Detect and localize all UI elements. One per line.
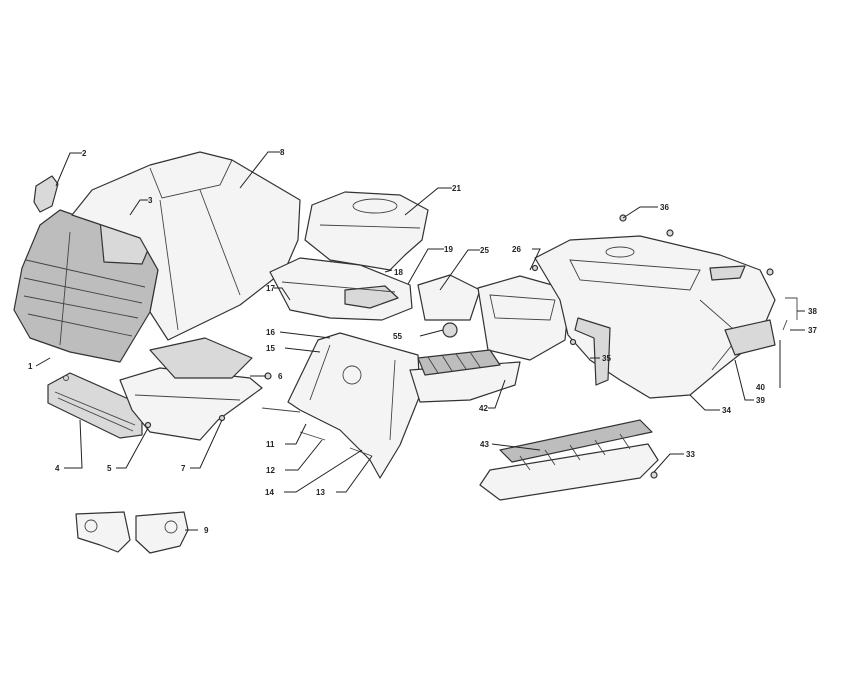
- callout-16: 16: [266, 328, 275, 337]
- callout-6: 6: [278, 372, 283, 381]
- callout-7: 7: [181, 464, 186, 473]
- callout-55: 55: [393, 332, 402, 341]
- front-frame-assembly: [287, 332, 421, 479]
- callout-8: 8: [280, 148, 285, 157]
- callout-26: 26: [512, 245, 521, 254]
- callout-11: 11: [266, 440, 275, 449]
- leader-lines: [35, 151, 805, 531]
- callout-labels: 1 2 3 4 5 6 7 8 9 11 12 13 14 15 16 17 1…: [28, 148, 817, 535]
- callout-21: 21: [452, 184, 461, 193]
- callout-2: 2: [82, 149, 87, 158]
- part-8-hood: [71, 151, 301, 341]
- callout-9: 9: [204, 526, 209, 535]
- callout-43: 43: [480, 440, 489, 449]
- part-42-floor-mat: [409, 349, 521, 403]
- callout-42: 42: [479, 404, 488, 413]
- fasteners: [144, 214, 798, 479]
- callout-34: 34: [722, 406, 731, 415]
- callout-39: 39: [756, 396, 765, 405]
- callout-18: 18: [394, 268, 403, 277]
- part-25-tray: [417, 274, 481, 321]
- part-2-clip: [33, 175, 59, 213]
- callout-13: 13: [316, 488, 325, 497]
- callout-12: 12: [266, 466, 275, 475]
- callout-3: 3: [148, 196, 153, 205]
- callout-19: 19: [444, 245, 453, 254]
- callout-25: 25: [480, 246, 489, 255]
- part-21-dash-cover: [304, 191, 429, 271]
- part-34-rear-fender: [534, 235, 776, 399]
- callout-40: 40: [756, 383, 765, 392]
- callout-36: 36: [660, 203, 669, 212]
- callout-17: 17: [266, 284, 275, 293]
- part-9-side-panels: [75, 511, 189, 554]
- part-35-strip: [574, 317, 611, 386]
- callout-14: 14: [265, 488, 274, 497]
- callout-33: 33: [686, 450, 695, 459]
- callout-35: 35: [602, 354, 611, 363]
- callout-15: 15: [266, 344, 275, 353]
- lower-pan-assembly: [119, 337, 263, 441]
- part-17-dash-panel: [269, 257, 413, 321]
- callout-5: 5: [107, 464, 112, 473]
- callout-1: 1: [28, 362, 33, 371]
- callout-37: 37: [808, 326, 817, 335]
- callout-38: 38: [808, 307, 817, 316]
- callout-4: 4: [55, 464, 60, 473]
- part-43-footplate: [479, 419, 659, 501]
- part-4-bracket-plate: [47, 372, 143, 439]
